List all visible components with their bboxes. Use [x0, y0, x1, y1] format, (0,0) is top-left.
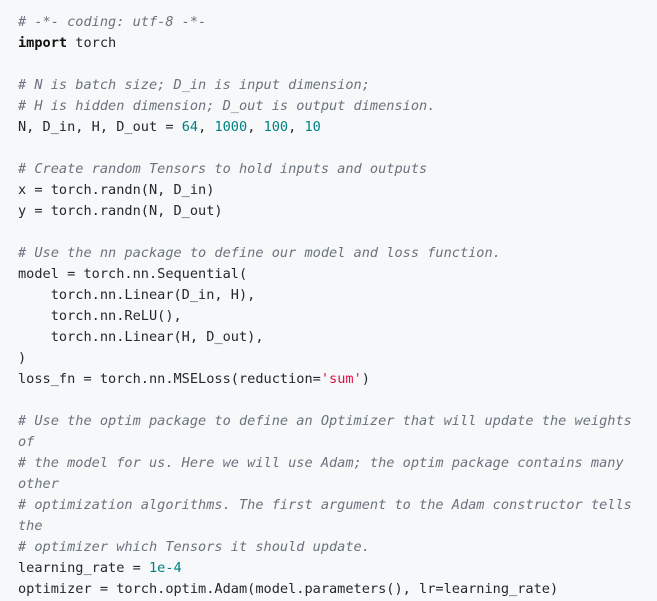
code-line: x = torch.randn(N, D_in)	[18, 180, 657, 201]
code-token: x = torch.randn(N, D_in)	[18, 182, 215, 198]
code-line: N, D_in, H, D_out = 64, 1000, 100, 10	[18, 117, 657, 138]
code-comment: of	[18, 434, 35, 450]
code-token: torch.nn.Linear(H, D_out),	[18, 329, 264, 345]
code-line: other	[18, 474, 657, 495]
code-token: y = torch.randn(N, D_out)	[18, 203, 223, 219]
code-number: 64	[181, 119, 199, 135]
code-line: torch.nn.ReLU(),	[18, 306, 657, 327]
code-token: torch.nn.Linear(D_in, H),	[18, 287, 256, 303]
code-string: 'sum'	[320, 371, 362, 387]
code-line: torch.nn.Linear(H, D_out),	[18, 327, 657, 348]
code-comment: # Use the optim package to define an Opt…	[18, 413, 632, 429]
code-number: 100	[263, 119, 289, 135]
code-line: # optimization algorithms. The first arg…	[18, 495, 657, 516]
code-comment: # H is hidden dimension; D_out is output…	[18, 98, 436, 114]
code-token: torch.nn.ReLU(),	[18, 308, 182, 324]
code-token: N, D_in, H, D_out =	[18, 119, 182, 135]
code-line	[18, 390, 657, 411]
code-line: the	[18, 516, 657, 537]
code-comment: # Use the nn package to define our model…	[18, 245, 501, 261]
code-line: y = torch.randn(N, D_out)	[18, 201, 657, 222]
code-line: )	[18, 348, 657, 369]
code-token: loss_fn = torch.nn.MSELoss(reduction=	[18, 371, 321, 387]
code-comment: the	[18, 518, 43, 534]
code-line: # Use the nn package to define our model…	[18, 243, 657, 264]
code-comment: # N is batch size; D_in is input dimensi…	[18, 77, 370, 93]
code-line: # the model for us. Here we will use Ada…	[18, 453, 657, 474]
code-token: torch	[67, 35, 117, 51]
code-line	[18, 138, 657, 159]
code-token: ,	[247, 119, 264, 135]
code-line: # optimizer which Tensors it should upda…	[18, 537, 657, 558]
code-line: of	[18, 432, 657, 453]
code-line: learning_rate = 1e-4	[18, 558, 657, 579]
code-comment: # the model for us. Here we will use Ada…	[18, 455, 624, 471]
code-line	[18, 54, 657, 75]
code-comment: # optimizer which Tensors it should upda…	[18, 539, 370, 555]
code-token: )	[361, 371, 370, 387]
code-keyword: import	[18, 35, 68, 51]
code-token: model = torch.nn.Sequential(	[18, 266, 248, 282]
code-token: ,	[198, 119, 215, 135]
code-line: torch.nn.Linear(D_in, H),	[18, 285, 657, 306]
code-token: optimizer = torch.optim.Adam(model.param…	[18, 581, 559, 597]
code-comment: # Create random Tensors to hold inputs a…	[18, 161, 428, 177]
code-line: import torch	[18, 33, 657, 54]
code-line: loss_fn = torch.nn.MSELoss(reduction='su…	[18, 369, 657, 390]
code-line: optimizer = torch.optim.Adam(model.param…	[18, 579, 657, 600]
code-comment: # optimization algorithms. The first arg…	[18, 497, 632, 513]
code-line: model = torch.nn.Sequential(	[18, 264, 657, 285]
code-content: # -*- coding: utf-8 -*- import torch # N …	[18, 12, 657, 600]
code-line	[18, 222, 657, 243]
code-token: )	[18, 350, 27, 366]
code-line: # H is hidden dimension; D_out is output…	[18, 96, 657, 117]
code-comment: # -*- coding: utf-8 -*-	[18, 14, 207, 30]
code-number: 1000	[214, 119, 248, 135]
code-token: ,	[288, 119, 305, 135]
code-number: 1e-4	[148, 560, 182, 576]
code-token: learning_rate =	[18, 560, 149, 576]
code-line: # Use the optim package to define an Opt…	[18, 411, 657, 432]
code-number: 10	[304, 119, 321, 135]
code-comment: other	[18, 476, 59, 492]
code-line: # Create random Tensors to hold inputs a…	[18, 159, 657, 180]
code-line: # N is batch size; D_in is input dimensi…	[18, 75, 657, 96]
code-line: # -*- coding: utf-8 -*-	[18, 12, 657, 33]
